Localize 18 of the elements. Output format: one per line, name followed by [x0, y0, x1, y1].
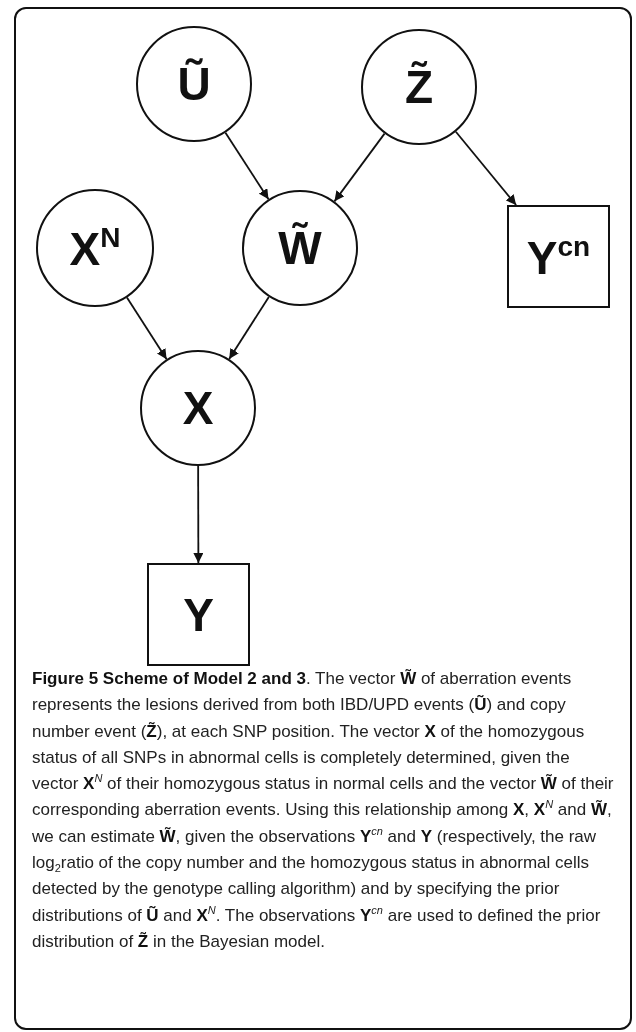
arrow — [228, 296, 270, 360]
arrow — [193, 465, 204, 564]
arrow — [224, 131, 270, 201]
variable-circle — [140, 350, 256, 466]
variable-circle — [361, 29, 477, 145]
arrow — [454, 130, 517, 206]
observation-box — [147, 563, 250, 666]
variable-label: Y$^{cn}$ — [526, 232, 591, 281]
variable-circle — [136, 26, 252, 142]
arrow — [333, 132, 386, 203]
figure-caption: Figure 5 Scheme of Model 2 and 3. The vector W̃ of aberration events represents the lesions derived from both IBD/UPD events (Ũ) and copy number event (Z̃), at each SNP position. The vector X of the homozygous status of all SNPs in abnormal cells is completely determined, given the vector X$^{N}$ of their homozygous status in normal cells and the vector W̃ of their corresponding aberration events. Using this relationship among X, X$^{N}$ and W̃, we can estimate W̃, given the observations Y$^{cn}$ and Y (respectively, the raw log$_{2}$ratio of the copy number and the homozygous status in abnormal cells detected by the genotype calling algorithm) and by specifying the prior distributions of Ũ and X$^{N}$. The observations Y$^{cn}$ are used to defined the prior distribution of Z̃ in the Bayesian model. — [32, 668, 615, 953]
variable-label: X — [182, 385, 214, 431]
variable-circle — [242, 190, 358, 306]
arrow — [126, 296, 168, 361]
variable-circle — [36, 189, 154, 307]
variable-label: X$^{N}$ — [69, 224, 121, 272]
observation-box — [507, 205, 610, 308]
variable-label: Y — [183, 591, 214, 638]
